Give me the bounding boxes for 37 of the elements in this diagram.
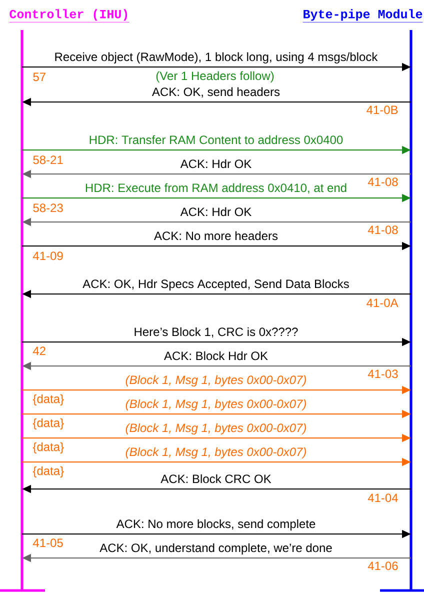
participant-heading: Byte-pipe Module — [302, 9, 423, 22]
edge-label: ACK: No more blocks, send complete — [116, 518, 316, 532]
sequence-code: 41-06 — [368, 562, 398, 570]
edge-label: ACK: OK, understand complete, we’re done — [98, 542, 334, 556]
sequence-code: 41-09 — [32, 252, 63, 260]
edge-label: ACK: No more headers — [153, 230, 279, 241]
sequence-code: 57 — [33, 72, 46, 82]
sequence-code: 58-23 — [33, 204, 63, 212]
sequence-code: 58-21 — [33, 156, 63, 164]
sequence-code: 41-0A — [366, 298, 398, 308]
data-label: {data} — [32, 418, 64, 430]
sequence-code: 41-04 — [368, 494, 398, 502]
edge-label: ACK: Block CRC OK — [160, 474, 272, 484]
edge-label: (Block 1, Msg 1, bytes 0x00-0x07) — [124, 398, 308, 412]
sequence-code: 42 — [32, 346, 46, 355]
edge-label: HDR: Execute from RAM address 0x0410, at end — [84, 182, 348, 194]
sequence-code: 41-03 — [368, 370, 398, 378]
edge-label: ACK: OK, Hdr Specs Accepted, Send Data Blocks — [82, 278, 350, 292]
edge-label: ACK: Hdr OK — [180, 206, 252, 217]
sequence-code: 41-0B — [366, 106, 398, 114]
sequence-code: 41-08 — [368, 178, 398, 186]
participant-heading: Controller (IHU) — [9, 9, 130, 22]
data-label: {data} — [32, 394, 64, 406]
edge-label: ACK: Block Hdr OK — [163, 350, 269, 361]
edge-label: (Block 1, Msg 1, bytes 0x00-0x07) — [124, 422, 308, 436]
data-label: {data} — [32, 466, 64, 478]
sequence-code: 41-08 — [368, 226, 398, 234]
edge-label: Here’s Block 1, CRC is 0x???? — [132, 326, 300, 338]
edge-label: Receive object (RawMode), 1 block long, using 4 msgs/block — [53, 52, 379, 64]
edge-label: HDR: Transfer RAM Content to address 0x0400 — [88, 134, 344, 145]
note: (Ver 1 Headers follow) — [156, 71, 274, 82]
edge-label: (Block 1, Msg 1, bytes 0x00-0x07) — [124, 374, 308, 388]
edge-label: (Block 1, Msg 1, bytes 0x00-0x07) — [124, 446, 308, 460]
sequence-code: 41-05 — [32, 538, 63, 548]
data-label: {data} — [32, 442, 64, 454]
edge-label: ACK: Hdr OK — [180, 158, 252, 169]
edge-label: ACK: OK, send headers — [151, 86, 281, 98]
